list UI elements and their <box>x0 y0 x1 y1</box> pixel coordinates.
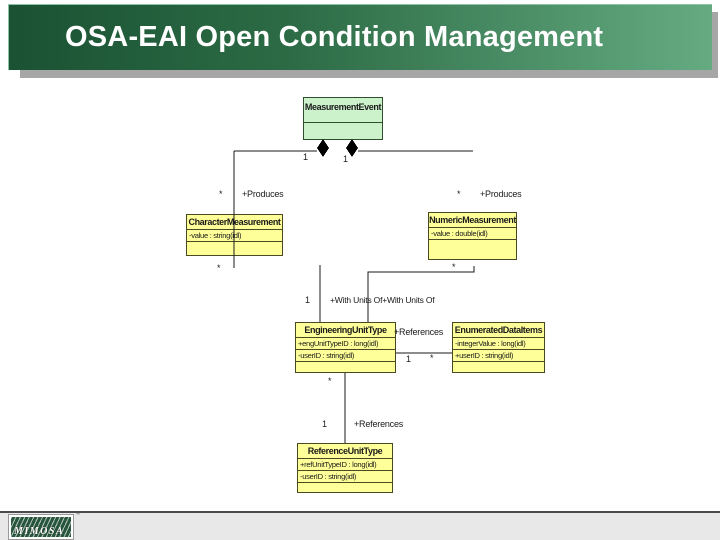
class-empty-compartment <box>304 123 382 139</box>
multiplicity-label: * <box>452 262 456 272</box>
role-label: +Produces <box>480 189 522 199</box>
class-name: ReferenceUnitType <box>298 444 392 459</box>
composition-diamond-icon <box>317 139 329 157</box>
class-name: MeasurementEvent <box>304 98 382 123</box>
role-label: +With Units Of+With Units Of <box>330 295 435 305</box>
role-label: +Produces <box>242 189 284 199</box>
class-name: CharacterMeasurement <box>187 215 282 230</box>
uml-class-enumerated-data-items: EnumeratedDataItems -integerValue : long… <box>452 322 545 373</box>
class-attribute: -value : double(idl) <box>429 228 516 240</box>
multiplicity-label: 1 <box>322 419 327 429</box>
uml-class-character-measurement: CharacterMeasurement -value : string(idl… <box>186 214 283 256</box>
class-attribute: -userID : string(idl) <box>298 471 392 483</box>
multiplicity-label: * <box>328 376 332 386</box>
class-empty-compartment <box>296 362 395 372</box>
class-attribute: +refUnitTypeID : long(idl) <box>298 459 392 471</box>
multiplicity-label: 1 <box>406 354 411 364</box>
association-line-with-units-of-numeric <box>367 266 475 322</box>
class-name: EnumeratedDataItems <box>453 323 544 338</box>
slide-title-bar: OSA-EAI Open Condition Management <box>8 4 712 70</box>
role-label: +References <box>394 327 444 337</box>
mimosa-logo: MIMOSA <box>8 514 74 540</box>
uml-class-reference-unit-type: ReferenceUnitType +refUnitTypeID : long(… <box>297 443 393 493</box>
uml-class-engineering-unit-type: EngineeringUnitType +engUnitTypeID : lon… <box>295 322 396 373</box>
footer-strip <box>0 511 720 540</box>
class-empty-compartment <box>298 483 392 492</box>
class-attribute: -integerValue : long(idl) <box>453 338 544 350</box>
class-attribute: -userID : string(idl) <box>296 350 395 362</box>
mimosa-leaf-icon: MIMOSA <box>11 517 71 537</box>
class-empty-compartment <box>453 362 544 372</box>
class-attribute: +userID : string(idl) <box>453 350 544 362</box>
multiplicity-label: * <box>430 353 434 363</box>
class-empty-compartment <box>429 240 516 259</box>
multiplicity-label: 1 <box>305 295 310 305</box>
class-name: NumericMeasurement <box>429 213 516 228</box>
role-label: +References <box>354 419 404 429</box>
uml-class-diagram: MeasurementEvent CharacterMeasurement -v… <box>0 80 720 511</box>
slide-title: OSA-EAI Open Condition Management <box>65 21 604 53</box>
multiplicity-label: 1 <box>303 152 308 162</box>
class-empty-compartment <box>187 242 282 255</box>
uml-class-measurement-event: MeasurementEvent <box>303 97 383 140</box>
trademark-symbol: ™ <box>75 512 80 518</box>
multiplicity-label: 1 <box>343 154 348 164</box>
multiplicity-label: * <box>217 263 221 273</box>
class-name: EngineeringUnitType <box>296 323 395 338</box>
uml-class-numeric-measurement: NumericMeasurement -value : double(idl) <box>428 212 517 260</box>
multiplicity-label: * <box>457 189 461 199</box>
class-attribute: -value : string(idl) <box>187 230 282 242</box>
mimosa-logo-text: MIMOSA <box>14 526 65 537</box>
multiplicity-label: * <box>219 189 223 199</box>
class-attribute: +engUnitTypeID : long(idl) <box>296 338 395 350</box>
